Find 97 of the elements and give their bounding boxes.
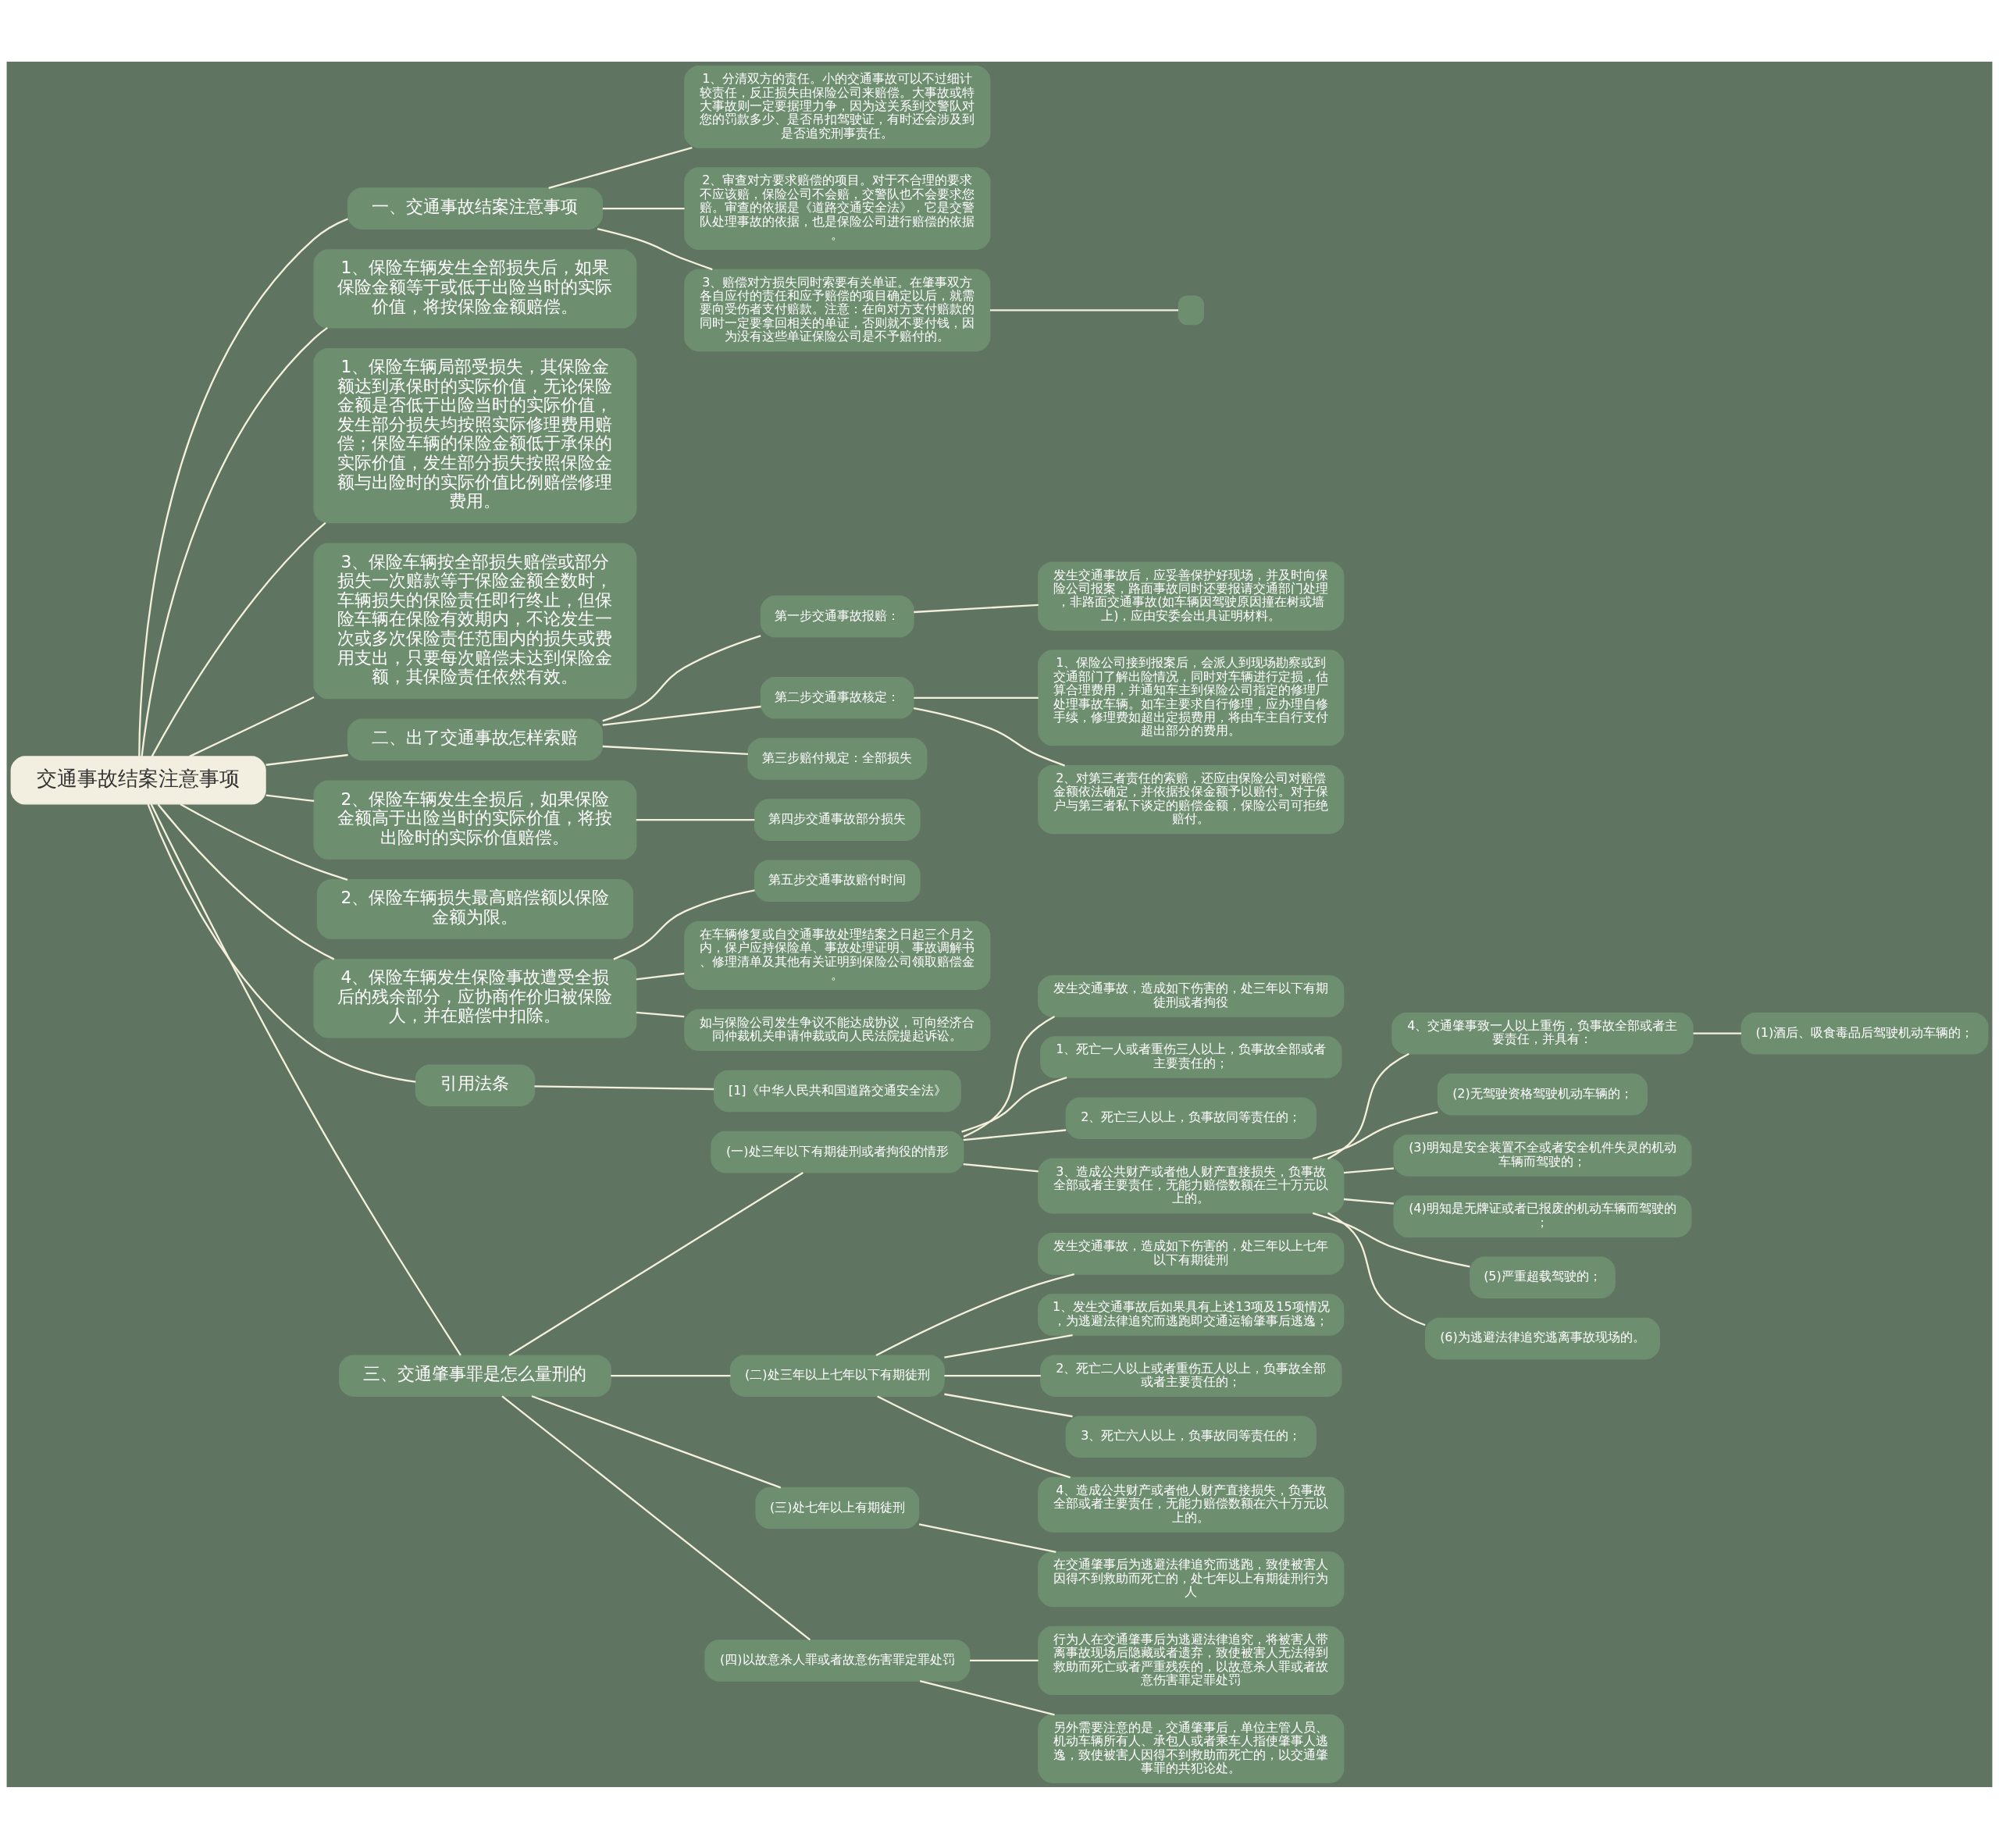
- connector: [636, 972, 685, 980]
- node-box: 1、发生交通事故后如果具有上述13项及15项情况，为逃避法律追究而逃跑即交通运输肇事后逃逸；: [1038, 1293, 1345, 1336]
- connector: [138, 217, 348, 757]
- node-box: (3)明知是安全装置不全或者安全机件失灵的机动车辆而驾驶的；: [1393, 1134, 1692, 1177]
- node-box: (1)酒后、吸食毒品后驾驶机动车辆的；: [1741, 1012, 1989, 1054]
- connector: [877, 1394, 1071, 1478]
- node-box: 1、死亡一人或者重伤三人以上，负事故全部或者主要责任的；: [1040, 1035, 1342, 1078]
- connector: [613, 888, 755, 960]
- connector: [150, 803, 461, 1355]
- connector: [989, 308, 1179, 312]
- node-box: 3、死亡六人以上，负事故同等责任的；: [1065, 1415, 1317, 1458]
- node-box: [1]《中华人民共和国道路交通安全法》: [713, 1070, 961, 1112]
- node-box: 4、保险车辆发生保险事故遭受全损后的残余部分，应协商作价归被保险人，并在赔偿中扣除。: [313, 958, 637, 1038]
- node-box: 2、审查对方要求赔偿的项目。对于不合理的要求不应该赔，保险公司不会赔，交警队也不会要求您赔。审查的依据是《道路交通安全法》，它是交警队处理事故的依据，也是保险公司进行赔偿的依据。: [684, 166, 991, 250]
- connector: [963, 1015, 1055, 1138]
- connector: [970, 1659, 1039, 1661]
- node-box: 二、出了交通事故怎样索赔: [347, 718, 603, 760]
- connector: [1693, 1032, 1741, 1034]
- connector: [602, 634, 761, 721]
- node-box: (二)处三年以上七年以下有期徒刑: [729, 1354, 945, 1397]
- connector: [597, 227, 713, 270]
- node-box: 第一步交通事故报赔：: [760, 595, 914, 637]
- connector: [602, 207, 685, 209]
- connector: [914, 604, 1039, 613]
- node-box: 第二步交通事故核定：: [760, 676, 914, 719]
- connector: [265, 793, 315, 802]
- connector: [1327, 1052, 1409, 1159]
- node-box: 3、造成公共财产或者他人财产直接损失，负事故全部或者主要责任，无能力赔偿数额在三十万元以上的。: [1038, 1158, 1345, 1213]
- connector: [157, 803, 335, 960]
- node-box: 第五步交通事故赔付时间: [754, 860, 921, 902]
- connector: [944, 1333, 1073, 1358]
- connector: [961, 1076, 1067, 1133]
- node-box: 4、交通肇事致一人以上重伤，负事故全部或者主要责任，并具有：: [1391, 1012, 1694, 1054]
- node-box: 1、分清双方的责任。小的交通事故可以不过细计较责任，反正损失由保险公司来赔偿。大事故或特大事故则一定要据理力争，因为这关系到交警队对您的罚款多少、是否吊扣驾驶证，有时还会涉及到是否追究刑事责任。: [684, 65, 991, 148]
- connector: [141, 326, 328, 757]
- node-box: 在车辆修复或自交通事故处理结案之日起三个月之内，保户应持保险单、事故处理证明、事故调解书、修理清单及其他有关证明到保险公司领取赔偿金。: [684, 920, 991, 990]
- connector: [636, 1011, 685, 1017]
- connector: [534, 1084, 714, 1090]
- connector: [180, 803, 348, 881]
- connector: [548, 146, 693, 189]
- node-box: (2)无驾驶资格驾驶机动车辆的；: [1437, 1073, 1648, 1116]
- node-box: (四)以故意杀人罪或者故意伤害罪定罪处罚: [704, 1639, 971, 1682]
- node-box: 如与保险公司发生争议不能达成协议，可向经济合同仲裁机关申请仲裁或向人民法院提起诉讼。: [684, 1009, 991, 1051]
- connector: [147, 803, 416, 1083]
- connector: [919, 1679, 1055, 1715]
- connector: [944, 1393, 1073, 1417]
- node-box: 4、造成公共财产或者他人财产直接损失，负事故全部或者主要责任，无能力赔偿数额在六十万元以上的。: [1038, 1476, 1345, 1533]
- node-box: 行为人在交通肇事后为逃避法律追究，将被害人带离事故现场后隐藏或者遗弃，致使被害人无法得到救助而死亡或者严重残疾的，以故意杀人罪或者故意伤害罪定罪处罚: [1038, 1625, 1345, 1695]
- node-box: (6)为逃避法律追究逃离事故现场的。: [1424, 1317, 1660, 1359]
- connector: [189, 696, 315, 757]
- connector: [1312, 1110, 1438, 1159]
- connector: [602, 705, 761, 726]
- connector: [602, 745, 748, 755]
- connector: [963, 1163, 1039, 1172]
- node-box: [1178, 295, 1204, 325]
- connector: [963, 1128, 1067, 1141]
- node-box: (一)处三年以下有期徒刑或者拘役的情形: [711, 1131, 964, 1173]
- connector: [918, 1522, 1057, 1553]
- node-box: 2、保险车辆损失最高赔偿额以保险金额为限。: [316, 878, 634, 939]
- connector: [265, 753, 348, 766]
- node-box: (4)明知是无牌证或者已报废的机动车辆而驾驶的；: [1393, 1195, 1692, 1237]
- connector: [611, 1374, 731, 1376]
- node-box: 交通事故结案注意事项: [10, 755, 266, 805]
- node-box: 1、保险车辆局部受损失，其保险金额达到承保时的实际价值，无论保险金额是否低于出险当时的实际价值，发生部分损失均按照实际修理费用赔偿；保险车辆的保险金额低于承保的实际价值，发生部分损失按照保险金额与出险时的实际价值比例赔偿修理费用。: [313, 347, 637, 523]
- connector: [944, 1374, 1041, 1376]
- node-box: 发生交通事故，造成如下伤害的，处三年以下有期徒刑或者拘役: [1038, 974, 1345, 1017]
- node-box: 第三步赔付规定：全部损失: [747, 737, 928, 780]
- connector: [151, 522, 326, 757]
- connector: [1343, 1198, 1394, 1205]
- node-box: 引用法条: [415, 1063, 536, 1106]
- connector: [1327, 1212, 1426, 1326]
- connector: [913, 707, 1065, 767]
- connector: [1312, 1212, 1470, 1268]
- connector: [914, 696, 1039, 699]
- connector: [531, 1394, 782, 1488]
- node-box: 2、死亡三人以上，负事故同等责任的；: [1065, 1096, 1317, 1139]
- node-box: (三)处七年以上有期徒刑: [755, 1487, 920, 1529]
- node-box: (5)严重超载驾驶的；: [1470, 1256, 1616, 1298]
- node-box: 2、死亡二人以上或者重伤五人以上，负事故全部或者主要责任的；: [1040, 1354, 1342, 1397]
- node-box: 三、交通肇事罪是怎么量刑的: [339, 1354, 611, 1397]
- node-box: 另外需要注意的是，交通肇事后，单位主管人员、机动车辆所有人、承包人或者乘车人指使肇事人逃逸，致使被害人因得不到救助而死亡的，以交通肇事罪的共犯论处。: [1038, 1714, 1345, 1783]
- node-box: 在交通肇事后为逃避法律追究而逃跑，致使被害人因得不到救助而死亡的，处七年以上有期徒刑行为人: [1038, 1551, 1345, 1607]
- connector: [636, 818, 755, 821]
- connector: [1343, 1166, 1394, 1173]
- node-box: 发生交通事故，造成如下伤害的，处三年以上七年以下有期徒刑: [1038, 1232, 1345, 1275]
- connector: [875, 1273, 1075, 1356]
- node-box: 发生交通事故后，应妥善保护好现场，并及时向保险公司报案，路面事故同时还要报请交通部门处理，非路面交通事故(如车辆因驾驶原因撞在树或墙上)，应由安委会出具证明材料。: [1038, 561, 1345, 631]
- connector: [508, 1171, 804, 1356]
- node-box: 2、对第三者责任的索赔，还应由保险公司对赔偿金额依法确定，并依据投保金额予以赔付。对于保户与第三者私下谈定的赔偿金额，保险公司可拒绝赔付。: [1038, 764, 1345, 834]
- node-box: 2、保险车辆发生全损后，如果保险金额高于出险当时的实际价值，将按出险时的实际价值赔偿。: [313, 779, 637, 860]
- node-box: 1、保险车辆发生全部损失后，如果保险金额等于或低于出险当时的实际价值，将按保险金额赔偿。: [313, 248, 637, 329]
- node-box: 3、保险车辆按全部损失赔偿或部分损失一次赔款等于保险金额全数时，车辆损失的保险责任即行终止，但保险车辆在保险有效期内，不论发生一次或多次保险责任范围内的损失或费用支出，只要每次赔偿未达到保险金额，其保险责任依然有效。: [313, 543, 637, 699]
- node-box: 3、赔偿对方损失同时索要有关单证。在肇事双方各自应付的责任和应予赔偿的项目确定以后，就需要向受伤者支付赔款。注意：在向对方支付赔款的同时一定要拿回相关的单证，否则就不要付钱，因为没有这些单证保险公司是不予赔付的。: [684, 269, 991, 351]
- connector: [501, 1395, 811, 1640]
- node-box: 一、交通事故结案注意事项: [347, 187, 603, 230]
- node-box: 1、保险公司接到报案后，会派人到现场勘察或到交通部门了解出险情况，同时对车辆进行定损，估算合理费用，并通知车主到保险公司指定的修理厂处理事故车辆。如车主要求自行修理，应办理自修手续，修理费如超出定损费用，将由车主自行支付超出部分的费用。: [1038, 649, 1345, 746]
- node-box: 第四步交通事故部分损失: [754, 798, 921, 841]
